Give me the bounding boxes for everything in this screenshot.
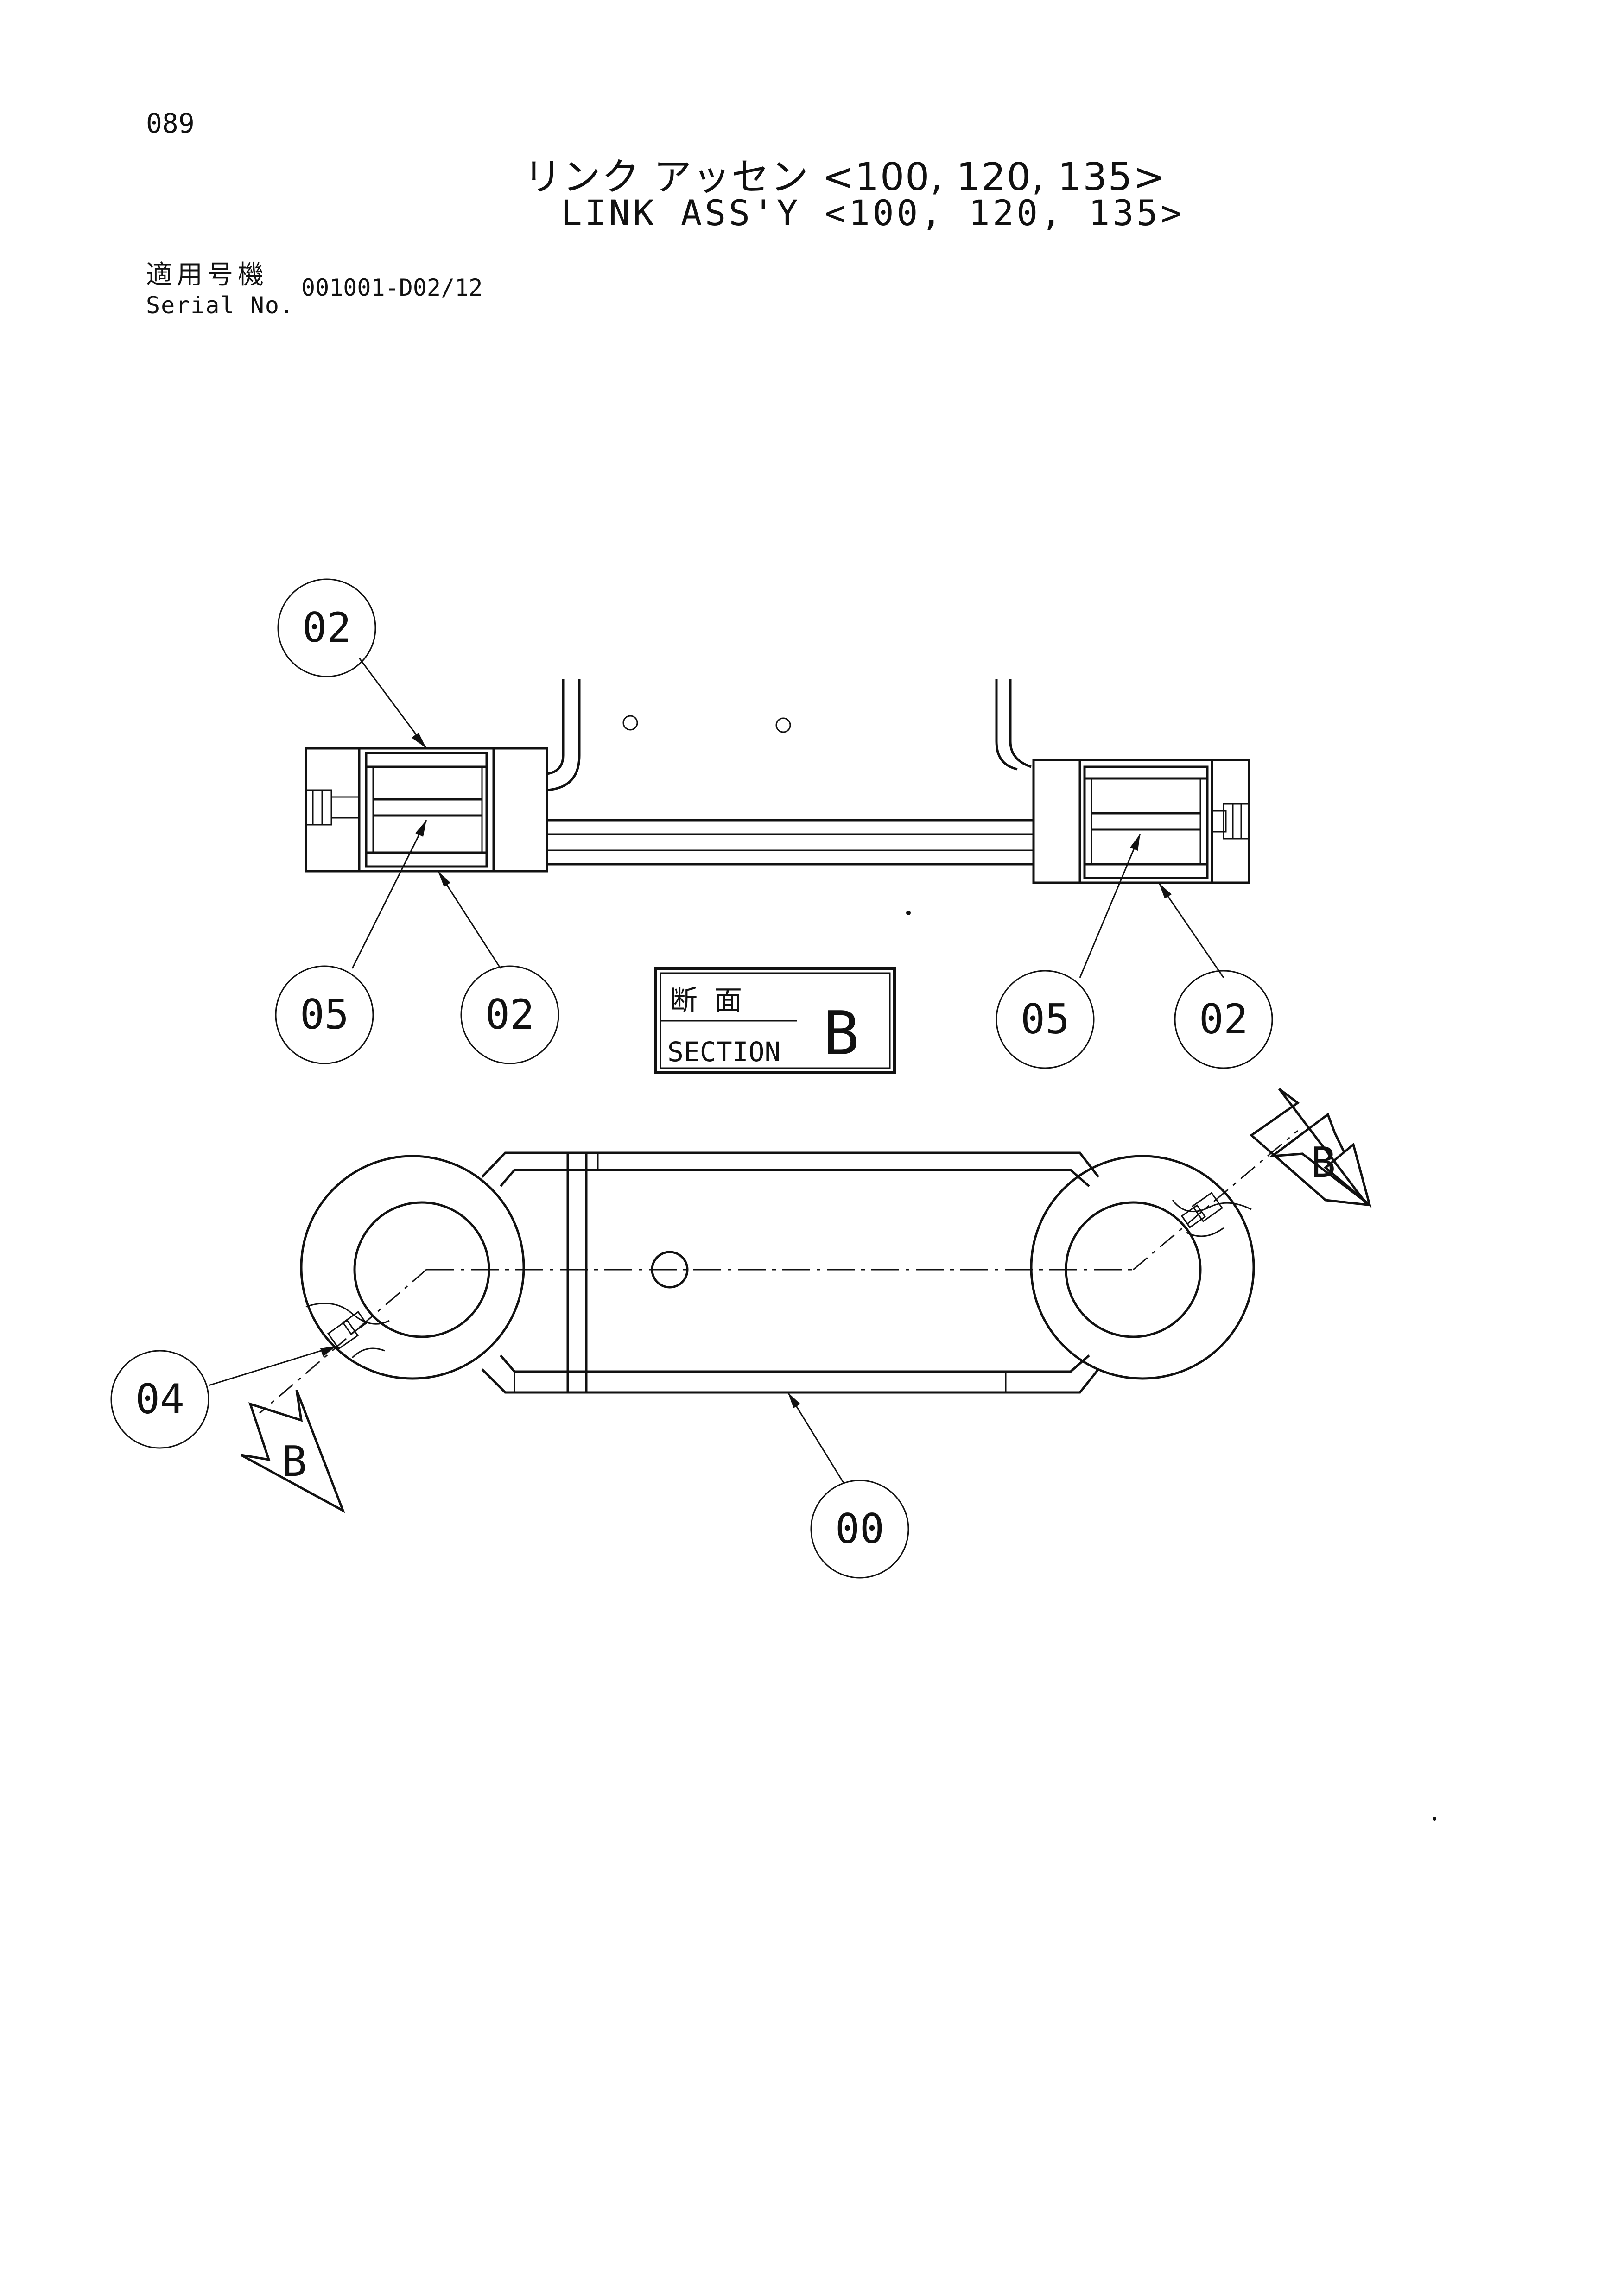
callout-02-top: 02 bbox=[277, 578, 376, 677]
left-eye-bore bbox=[353, 1201, 490, 1338]
section-arrow-upper-right: B bbox=[1249, 1088, 1372, 1208]
title-english: LINK ASS'Y <100, 120, 135> bbox=[561, 192, 1185, 234]
section-label-en: SECTION bbox=[667, 1036, 780, 1068]
right-eye-outer bbox=[1030, 1155, 1255, 1380]
section-view bbox=[304, 679, 1250, 915]
callout-05-right: 05 bbox=[996, 970, 1095, 1069]
callout-00: 00 bbox=[810, 1480, 909, 1579]
callout-label: 05 bbox=[300, 991, 349, 1038]
callout-label: 02 bbox=[485, 991, 534, 1038]
grease-fitting-left bbox=[327, 1311, 368, 1350]
section-letter: B bbox=[823, 998, 859, 1069]
leader-lines-bottom bbox=[208, 1345, 844, 1483]
callout-02-right: 02 bbox=[1174, 970, 1273, 1069]
page-number: 089 bbox=[146, 108, 195, 139]
callout-label: 05 bbox=[1021, 995, 1070, 1043]
left-boss bbox=[304, 747, 548, 873]
section-label-box: 断 面 SECTION B bbox=[654, 967, 896, 1074]
dot-marker bbox=[1433, 1817, 1436, 1821]
callout-label: 02 bbox=[1199, 995, 1248, 1043]
serial-label-japanese: 適用号機 bbox=[146, 260, 268, 290]
dot-marker bbox=[906, 911, 911, 915]
callout-05-left: 05 bbox=[275, 965, 374, 1064]
callout-label: 04 bbox=[135, 1375, 184, 1423]
link-side-view bbox=[259, 1130, 1298, 1414]
serial-label-english: Serial No. bbox=[146, 292, 295, 319]
leader-lines-top bbox=[351, 658, 1224, 978]
hole-marker bbox=[775, 717, 791, 733]
title-japanese: リンク アッセン <100, 120, 135> bbox=[524, 155, 1166, 199]
right-boss bbox=[1032, 759, 1250, 884]
arrow-letter: B bbox=[1311, 1139, 1336, 1187]
serial-number-value: 001001-D02/12 bbox=[301, 274, 483, 301]
arrow-letter: B bbox=[282, 1437, 307, 1486]
grease-fitting-right bbox=[1180, 1192, 1224, 1228]
section-arrow-lower-left: B bbox=[240, 1390, 345, 1513]
callout-label: 02 bbox=[302, 604, 351, 651]
callout-04: 04 bbox=[110, 1350, 209, 1449]
section-label-jp: 断 面 bbox=[670, 985, 742, 1017]
hole-marker bbox=[622, 715, 638, 731]
left-eye-outer bbox=[300, 1155, 525, 1380]
callout-label: 00 bbox=[835, 1505, 884, 1553]
callout-02-left: 02 bbox=[460, 965, 559, 1064]
